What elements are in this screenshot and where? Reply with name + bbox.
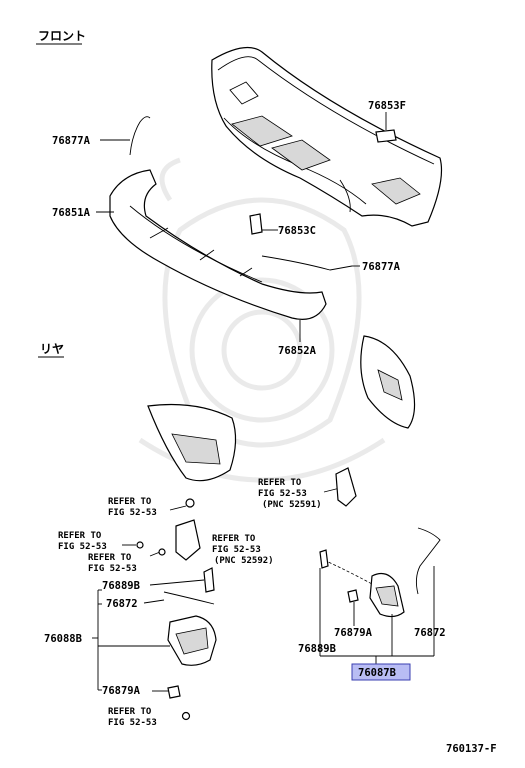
label-76852A: 76852A (278, 345, 317, 357)
refer-note-1-line1: REFER TO (108, 497, 152, 507)
label-76877A-mid: 76877A (362, 261, 401, 273)
rear-right-corner-drawing (360, 335, 416, 429)
refer-note-3-line1: REFER TO (88, 553, 132, 563)
bumper-reinforcement-drawing (109, 169, 327, 320)
refer-note-5-line3: (PNC 52591) (262, 500, 322, 510)
refer-note-4-line1: REFER TO (212, 534, 256, 544)
refer-note-3-line2: FIG 52-53 (88, 564, 137, 574)
bolt-left-1 (136, 541, 144, 549)
label-76872-right: 76872 (414, 627, 446, 639)
bracket-76853C (249, 213, 263, 235)
refer-note-5-line1: REFER TO (258, 478, 302, 488)
refer-note-2-line2: FIG 52-53 (58, 542, 107, 552)
mudguard-right-drawing (369, 573, 405, 618)
label-76879A-left: 76879A (102, 685, 141, 697)
rear-left-corner-drawing (147, 403, 237, 482)
bolt-left-2 (158, 548, 166, 556)
label-76088B: 76088B (44, 633, 82, 645)
front-bumper-cover-drawing (211, 46, 443, 227)
label-76851A: 76851A (52, 207, 91, 219)
clip-part-1 (185, 498, 195, 508)
wire-76877A-mid (261, 255, 353, 271)
label-76889B-left: 76889B (102, 580, 140, 592)
refer-note-1-line2: FIG 52-53 (108, 508, 157, 518)
leader-76872-left (143, 599, 165, 604)
front-section-header: フロント (38, 29, 86, 43)
part-76889B-right-drawing (319, 549, 329, 569)
refer-note-6-line1: REFER TO (108, 707, 152, 717)
refer-note-4-line2: FIG 52-53 (212, 545, 261, 555)
part-76872-left-drawing (163, 591, 215, 605)
highlight-box-76087B[interactable] (351, 663, 411, 681)
clip-76879A-right (347, 589, 359, 603)
wire-76877A-top (129, 116, 151, 156)
label-76853F: 76853F (368, 100, 406, 112)
dashed-line-right (323, 559, 373, 585)
part-76889B-left-drawing (203, 567, 215, 593)
part-76872-right-drawing (415, 527, 441, 595)
leader-76889B-left (149, 579, 205, 586)
label-76879A-right: 76879A (334, 627, 373, 639)
bracket-right-rear (335, 467, 357, 507)
refer-note-4-line3: (PNC 52592) (214, 556, 274, 566)
label-76889B-right: 76889B (298, 643, 336, 655)
mudguard-left-drawing (167, 615, 217, 666)
refer-note-2-line1: REFER TO (58, 531, 102, 541)
diagram-code: 760137-F (446, 743, 497, 755)
group-bracket-76088B (92, 589, 170, 691)
label-76877A-top: 76877A (52, 135, 91, 147)
label-76872-left: 76872 (106, 598, 138, 610)
label-76853C: 76853C (278, 225, 316, 237)
label-76087B[interactable]: 76087B (358, 667, 396, 679)
refer-note-5-line2: FIG 52-53 (258, 489, 307, 499)
bracket-left-rear (175, 519, 201, 561)
refer-note-6-line2: FIG 52-53 (108, 718, 157, 728)
refer-note-3-leader (149, 551, 161, 557)
refer-note-1-leader (169, 505, 187, 511)
group-bracket-76087B (319, 566, 435, 664)
screw-bottom (181, 711, 191, 721)
rear-section-header: リヤ (40, 342, 64, 356)
clip-76879A-left (167, 685, 181, 699)
